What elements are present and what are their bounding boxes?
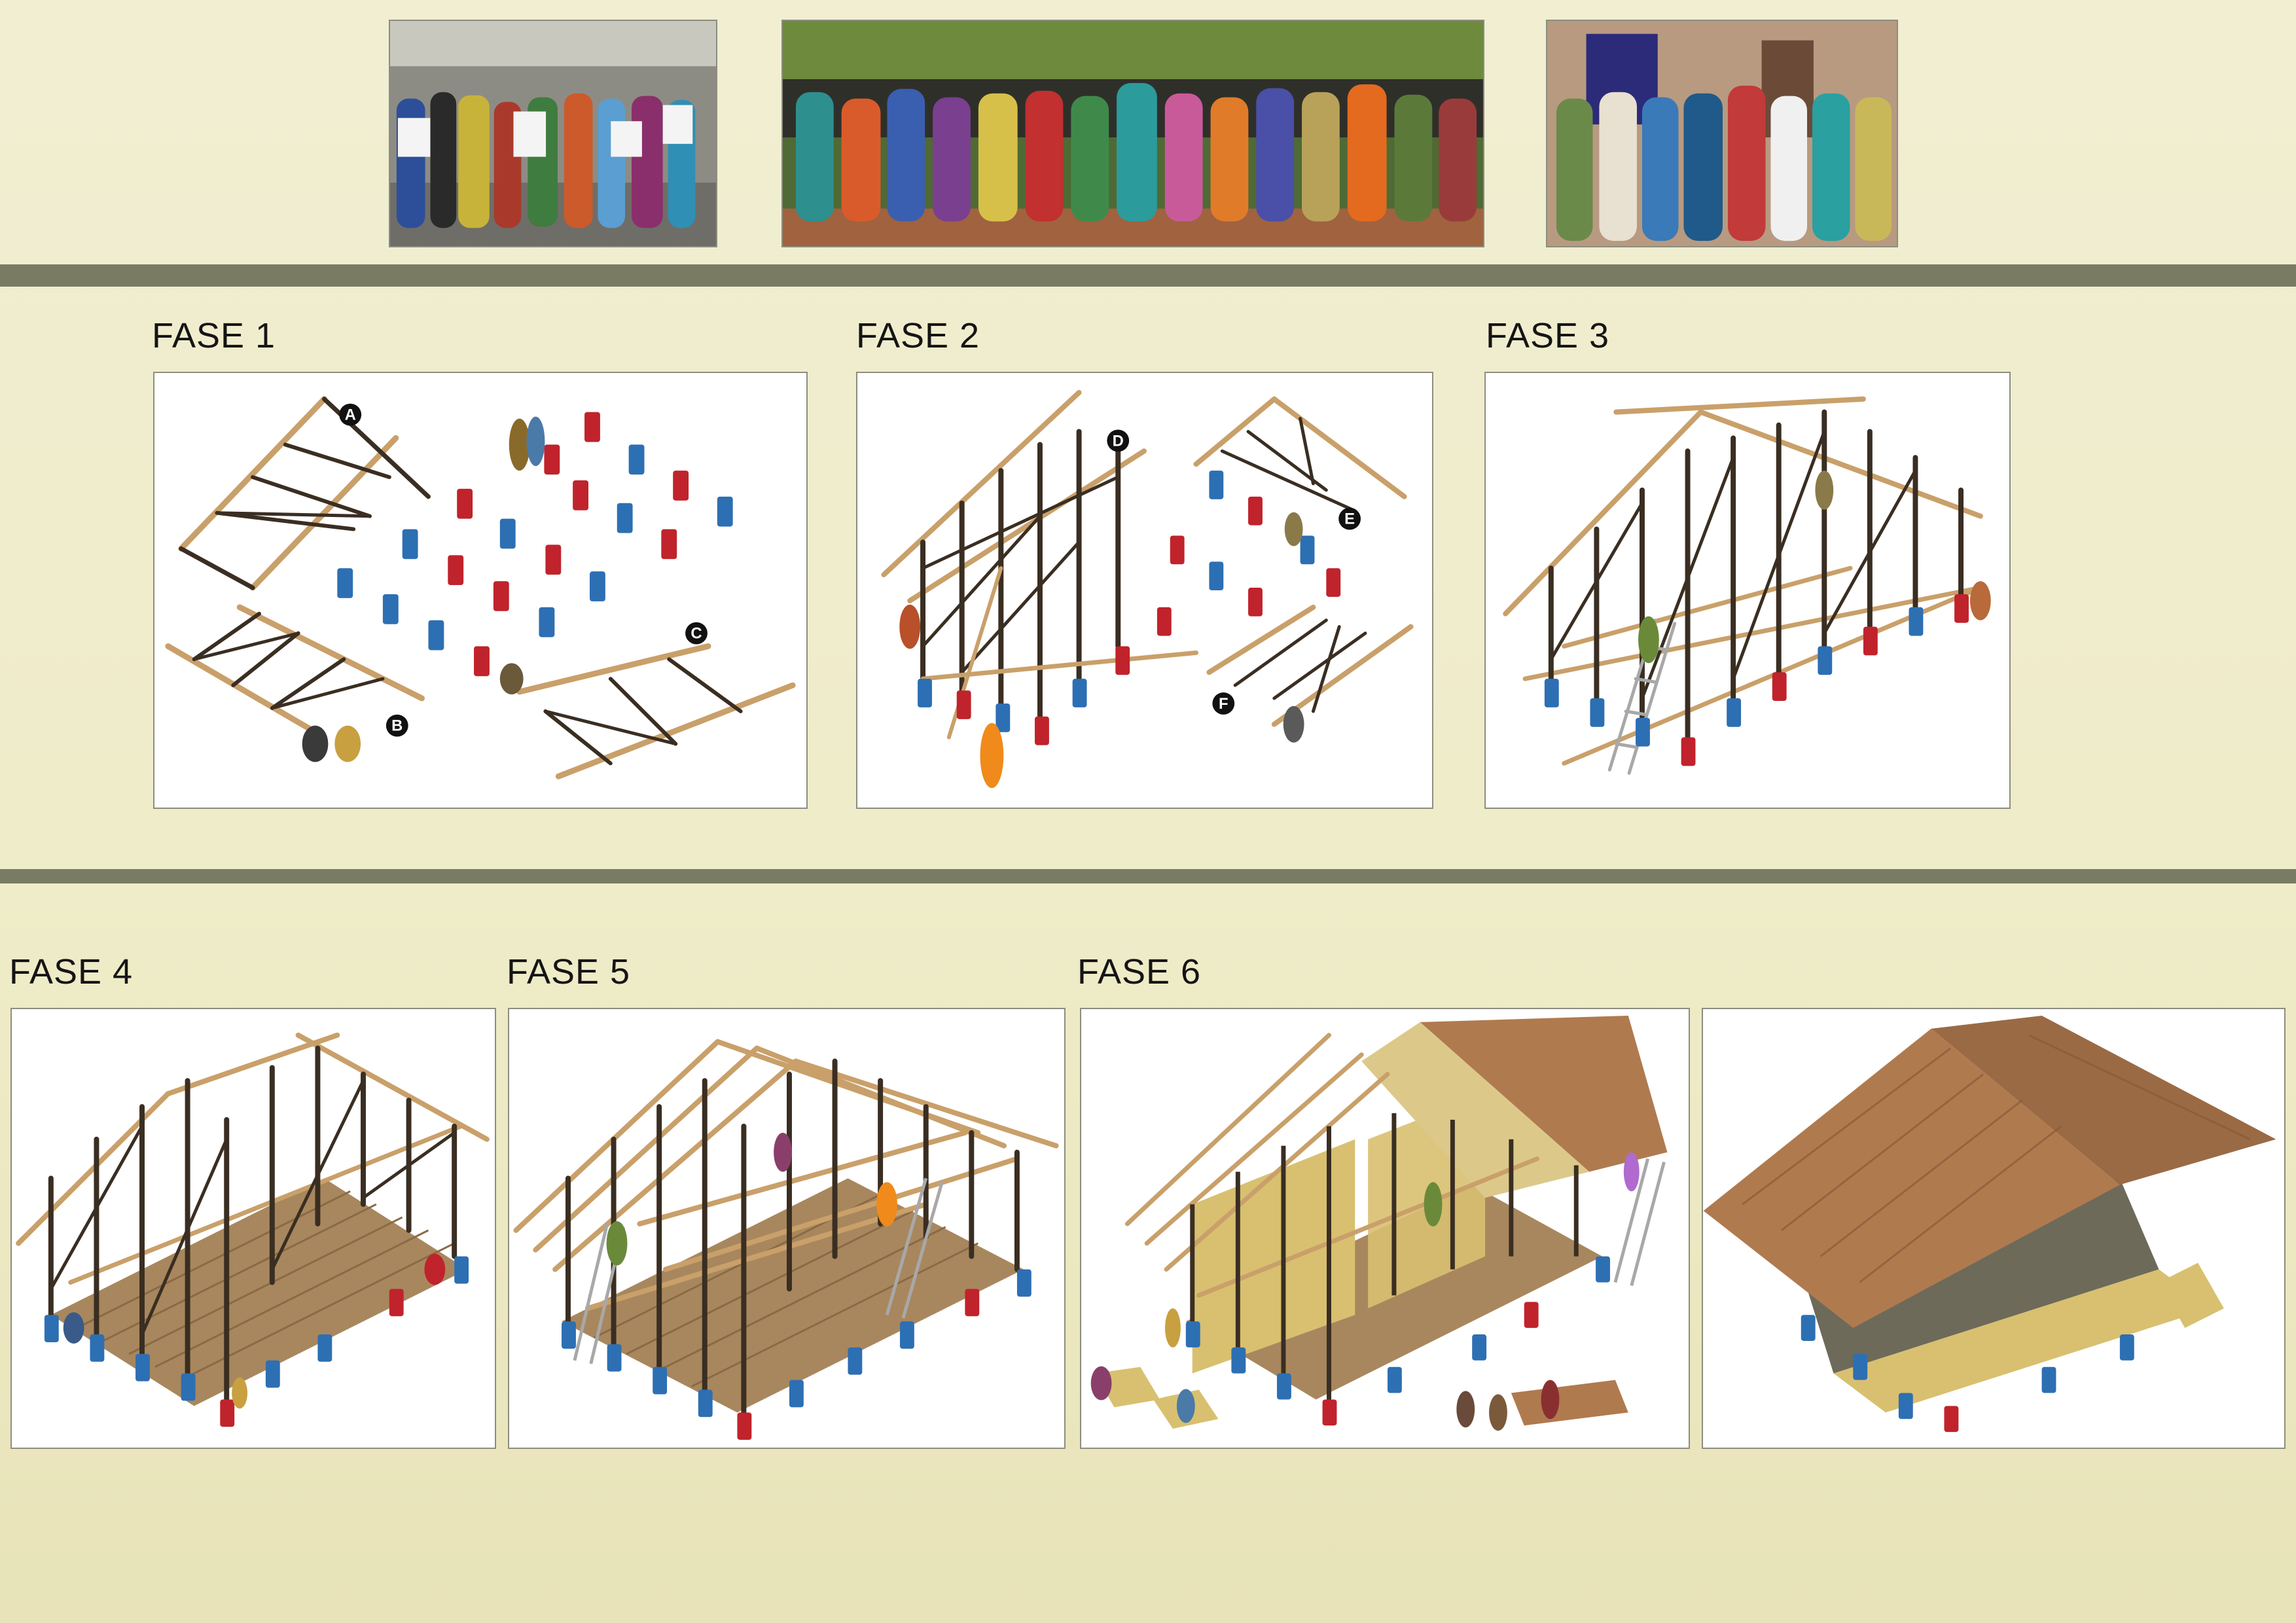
drum-row bbox=[1801, 1315, 2134, 1433]
builder-figures bbox=[63, 1253, 446, 1409]
drum-row bbox=[44, 1256, 469, 1427]
raised-frame bbox=[881, 389, 1199, 740]
marker-b-text: B bbox=[391, 717, 403, 735]
marker-c-text: C bbox=[691, 625, 702, 643]
drum-grid bbox=[337, 412, 733, 677]
marker-d-text: D bbox=[1113, 432, 1124, 450]
phase-4-label: FASE 4 bbox=[9, 952, 134, 991]
truss-frame-e bbox=[1193, 396, 1407, 512]
phase-5-diagram bbox=[508, 1008, 1066, 1449]
phase-3-diagram bbox=[1484, 372, 2011, 809]
marker-e-text: E bbox=[1344, 510, 1355, 528]
thatch-roof-front bbox=[1703, 1028, 2120, 1329]
phase-3-label: FASE 3 bbox=[1486, 316, 1610, 355]
woven-wall bbox=[1801, 1178, 2159, 1374]
builder-figures bbox=[1638, 471, 1991, 664]
marker-f-text: F bbox=[1219, 695, 1229, 713]
phase-2-label: FASE 2 bbox=[856, 316, 980, 355]
truss-frame-f bbox=[1206, 604, 1414, 727]
drum-row bbox=[562, 1269, 1031, 1440]
builder-figures bbox=[302, 416, 545, 762]
marker-b bbox=[386, 714, 408, 737]
porch-floor bbox=[1833, 1269, 2212, 1413]
phase-5-label: FASE 5 bbox=[507, 952, 631, 991]
drum-row bbox=[1544, 594, 1969, 766]
marker-f bbox=[1212, 692, 1235, 715]
truss-frame-c bbox=[516, 643, 796, 779]
builder-figures bbox=[1090, 1152, 1640, 1431]
phase-6-label: FASE 6 bbox=[1077, 952, 1202, 991]
thatch-roof-back bbox=[1931, 1015, 2276, 1185]
thatch-roof-section bbox=[1420, 1015, 1668, 1172]
builder-figures bbox=[606, 1132, 897, 1266]
phase-1-label: FASE 1 bbox=[152, 316, 276, 355]
woven-wall-panel bbox=[1192, 1139, 1355, 1374]
community-photo-indoor bbox=[1546, 20, 1898, 247]
community-photo-group bbox=[781, 20, 1484, 247]
builder-figures bbox=[899, 512, 1304, 789]
ladder bbox=[1613, 1158, 1666, 1287]
truss-frame-b bbox=[165, 604, 425, 741]
community-photo-protest bbox=[389, 20, 717, 247]
marker-d bbox=[1107, 429, 1130, 452]
drum-row bbox=[918, 471, 1341, 745]
marker-c bbox=[685, 622, 708, 645]
marker-a bbox=[339, 403, 362, 426]
bamboo-floor bbox=[50, 1178, 468, 1406]
entry-steps bbox=[2159, 1262, 2224, 1329]
truss-frame-a bbox=[178, 396, 431, 591]
drum-row bbox=[1185, 1256, 1610, 1426]
phase-2-diagram: D E F bbox=[856, 372, 1433, 809]
finished-house-diagram bbox=[1702, 1008, 2286, 1449]
middle-divider-band bbox=[0, 869, 2296, 883]
marker-a-text: A bbox=[345, 406, 356, 424]
phase-6-diagram bbox=[1080, 1008, 1690, 1449]
top-divider-band bbox=[0, 264, 2296, 287]
phase-4-diagram bbox=[10, 1008, 496, 1449]
marker-e bbox=[1338, 507, 1361, 530]
woven-roof-panel bbox=[1361, 1022, 1590, 1198]
phase-1-diagram: A B C bbox=[153, 372, 808, 809]
